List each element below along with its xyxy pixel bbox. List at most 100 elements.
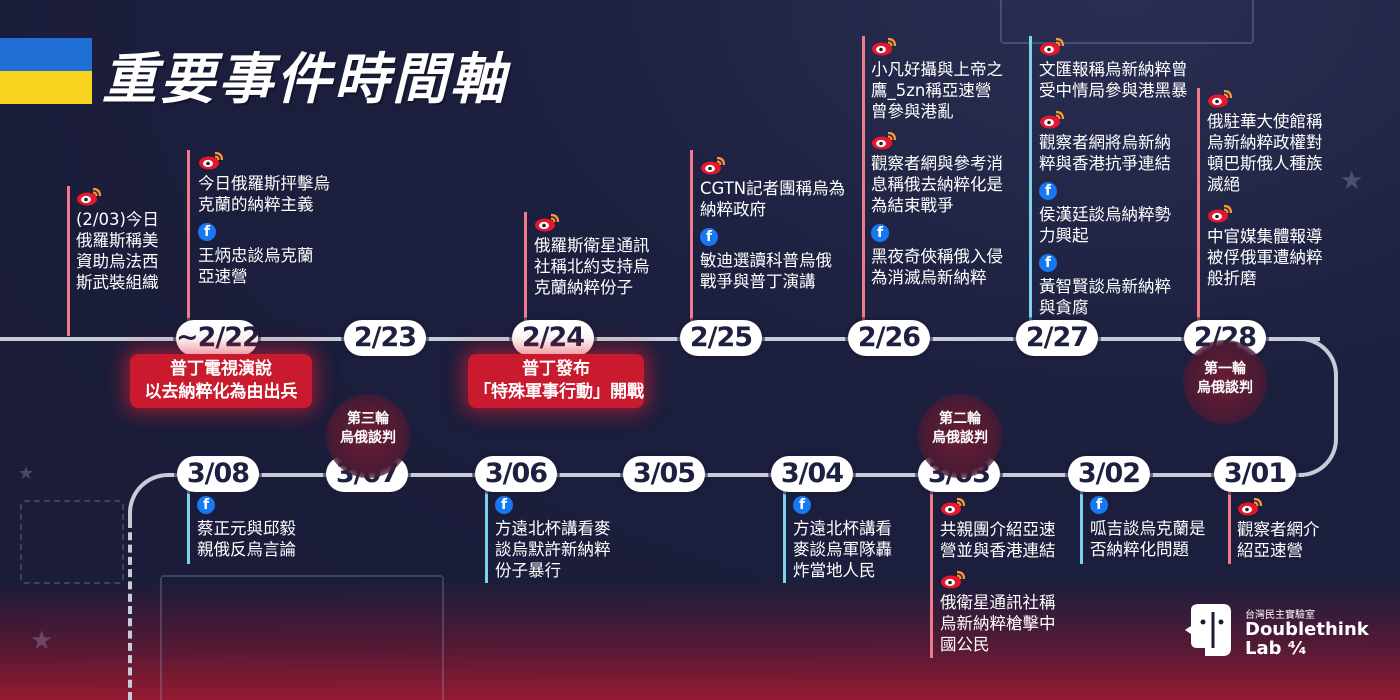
entry-text: 今日俄羅斯抨擊烏 克蘭的納粹主義: [198, 174, 330, 214]
facebook-icon: f: [1090, 496, 1108, 514]
connector-line: [1029, 36, 1032, 324]
weibo-icon: [1237, 496, 1320, 516]
entry-item: 俄駐華大使館稱 烏新納粹政權對 頓巴斯俄人種族 滅絕: [1207, 88, 1323, 195]
entry-text: 觀察者網與參考消 息稱俄去納粹化是 為結束戰爭: [871, 154, 1003, 215]
weibo-icon: [1207, 203, 1323, 223]
entry-item: 文匯報稱烏新納粹曾 受中情局參與港黑暴: [1039, 36, 1188, 101]
weibo-icon: [1039, 109, 1188, 129]
connector-line: [930, 488, 933, 658]
facebook-icon: f: [197, 496, 215, 514]
entry-text: 共親團介紹亞速 營並與香港連結: [940, 520, 1056, 560]
entry-text: 小凡好攝與上帝之 鷹_5zn稱亞速營 曾參與港亂: [871, 60, 1003, 121]
ukraine-flag-icon: [0, 38, 92, 104]
entry-item: f 方遠北杯講看 麥談烏軍隊轟 炸當地人民: [793, 496, 892, 581]
connector-line: [485, 488, 488, 583]
round-label: 第一輪: [1204, 361, 1246, 377]
timeline-entry: f 蔡正元與邱毅 親俄反烏言論: [197, 496, 296, 568]
date-pill: 3/02: [1068, 456, 1150, 492]
weibo-icon: [700, 155, 845, 175]
weibo-icon: [76, 186, 159, 206]
timeline-entry: 小凡好攝與上帝之 鷹_5zn稱亞速營 曾參與港亂觀察者網與參考消 息稱俄去納粹化…: [871, 36, 1003, 296]
entry-item: f 蔡正元與邱毅 親俄反烏言論: [197, 496, 296, 560]
date-pill: 3/04: [771, 456, 853, 492]
weibo-icon: [534, 212, 650, 232]
weibo-icon: [940, 569, 1056, 589]
entry-text: 俄駐華大使館稱 烏新納粹政權對 頓巴斯俄人種族 滅絕: [1207, 112, 1323, 194]
star-icon: ★: [30, 626, 54, 656]
facebook-icon: f: [871, 224, 889, 242]
entry-text: 文匯報稱烏新納粹曾 受中情局參與港黑暴: [1039, 60, 1188, 100]
entry-text: 呱吉談烏克蘭是 否納粹化問題: [1090, 519, 1206, 559]
timeline-continuation: [128, 520, 132, 700]
facebook-icon: f: [793, 496, 811, 514]
doublethink-lab-logo: 台灣民主實驗室 Doublethink Lab ⁴⁄₄: [1183, 602, 1383, 662]
entry-item: (2/03)今日 俄羅斯稱美 資助烏法西 斯武裝組織: [76, 186, 159, 293]
entry-item: f 黃智賢談烏新納粹 與貪腐: [1039, 254, 1188, 318]
entry-item: f 王炳忠談烏克蘭 亞速營: [198, 223, 330, 287]
bottom-red-glow: [0, 580, 1400, 700]
round-label: 烏俄談判: [932, 430, 988, 446]
connector-line: [524, 212, 527, 322]
entry-text: 方遠北杯講看 麥談烏軍隊轟 炸當地人民: [793, 519, 892, 580]
date-pill: 2/25: [680, 320, 762, 356]
entry-text: 王炳忠談烏克蘭 亞速營: [198, 246, 314, 286]
weibo-icon: [871, 36, 1003, 56]
date-pill: 2/27: [1016, 320, 1098, 356]
date-pill: 3/06: [475, 456, 557, 492]
timeline-entry: 觀察者網介 紹亞速營: [1237, 496, 1320, 569]
date-pill: 3/08: [177, 456, 259, 492]
deco-panel: [160, 575, 444, 700]
entry-text: 俄衛星通訊社稱 烏新納粹槍擊中 國公民: [940, 593, 1056, 654]
round-label: 第三輪: [347, 411, 389, 427]
timeline-entry: 俄羅斯衛星通訊 社稱北約支持烏 克蘭納粹份子: [534, 212, 650, 306]
logo-subtitle: 台灣民主實驗室: [1245, 610, 1315, 621]
connector-line: [1228, 488, 1231, 564]
negotiation-round-1: 第一輪 烏俄談判: [1183, 340, 1267, 424]
connector-line: [1080, 488, 1083, 564]
entry-text: 黑夜奇俠稱俄入侵 為消滅烏新納粹: [871, 247, 1003, 287]
entry-item: 俄衛星通訊社稱 烏新納粹槍擊中 國公民: [940, 569, 1056, 655]
timeline-track-bottom: [170, 473, 1304, 477]
date-pill: ~2/22: [176, 320, 261, 356]
entry-text: 黃智賢談烏新納粹 與貪腐: [1039, 277, 1171, 317]
timeline-curve-right: [1300, 337, 1338, 477]
entry-item: 中官媒集體報導 被俘俄軍遭納粹 般折磨: [1207, 203, 1323, 289]
connector-line: [187, 150, 190, 325]
entry-item: 觀察者網介 紹亞速營: [1237, 496, 1320, 561]
entry-text: (2/03)今日 俄羅斯稱美 資助烏法西 斯武裝組織: [76, 210, 159, 292]
facebook-icon: f: [198, 223, 216, 241]
entry-text: 侯漢廷談烏納粹勢 力興起: [1039, 205, 1171, 245]
entry-item: 小凡好攝與上帝之 鷹_5zn稱亞速營 曾參與港亂: [871, 36, 1003, 122]
timeline-entry: f 呱吉談烏克蘭是 否納粹化問題: [1090, 496, 1206, 568]
entry-item: CGTN記者團稱烏為 納粹政府: [700, 155, 845, 220]
facebook-icon: f: [495, 496, 513, 514]
round-label: 烏俄談判: [1197, 380, 1253, 396]
date-pill: 2/23: [344, 320, 426, 356]
timeline-entry: 俄駐華大使館稱 烏新納粹政權對 頓巴斯俄人種族 滅絕中官媒集體報導 被俘俄軍遭納…: [1207, 88, 1323, 297]
facebook-icon: f: [1039, 182, 1057, 200]
timeline-entry: f 方遠北杯講看 麥談烏軍隊轟 炸當地人民: [793, 496, 892, 589]
entry-item: 觀察者網將烏新納 粹與香港抗爭連結: [1039, 109, 1188, 174]
entry-item: 觀察者網與參考消 息稱俄去納粹化是 為結束戰爭: [871, 130, 1003, 216]
timeline-curve-left: [128, 473, 174, 523]
logo-wordmark: Doublethink Lab ⁴⁄₄: [1245, 619, 1369, 659]
weibo-icon: [198, 150, 330, 170]
entry-item: f 侯漢廷談烏納粹勢 力興起: [1039, 182, 1188, 246]
entry-text: 蔡正元與邱毅 親俄反烏言論: [197, 519, 296, 559]
connector-line: [862, 36, 865, 324]
timeline-entry: 今日俄羅斯抨擊烏 克蘭的納粹主義 f 王炳忠談烏克蘭 亞速營: [198, 150, 330, 295]
facebook-icon: f: [1039, 254, 1057, 272]
connector-line: [187, 488, 190, 564]
star-icon: ★: [18, 463, 35, 484]
entry-item: f 呱吉談烏克蘭是 否納粹化問題: [1090, 496, 1206, 560]
star-icon: ★: [1340, 166, 1364, 196]
connector-line: [1197, 88, 1200, 324]
timeline-entry: 文匯報稱烏新納粹曾 受中情局參與港黑暴觀察者網將烏新納 粹與香港抗爭連結 f 侯漢廷…: [1039, 36, 1188, 326]
entry-item: 俄羅斯衛星通訊 社稱北約支持烏 克蘭納粹份子: [534, 212, 650, 298]
entry-text: 敏迪選讀科普烏俄 戰爭與普丁演講: [700, 251, 832, 291]
timeline-entry: (2/03)今日 俄羅斯稱美 資助烏法西 斯武裝組織: [76, 186, 159, 301]
event-special-operation: 普丁發布 「特殊軍事行動」開戰: [468, 354, 644, 408]
entry-text: 觀察者網介 紹亞速營: [1237, 520, 1320, 560]
timeline-track-top: [0, 337, 1320, 341]
